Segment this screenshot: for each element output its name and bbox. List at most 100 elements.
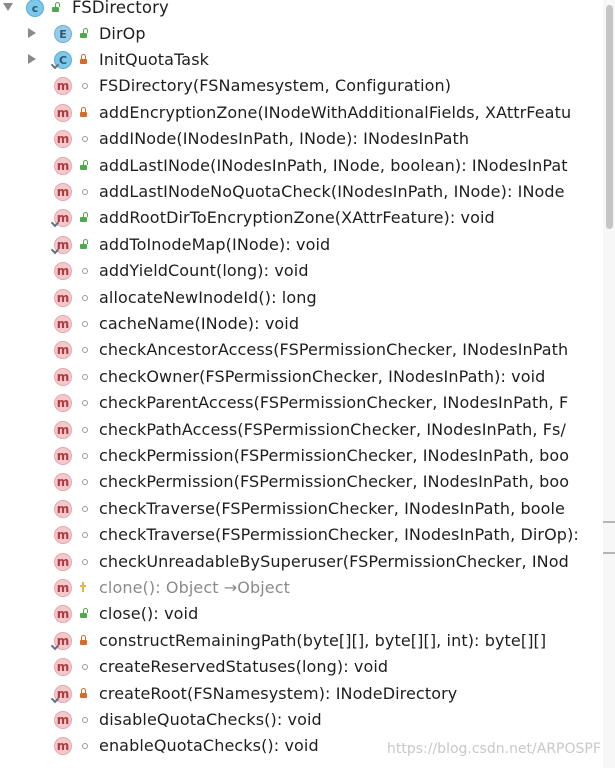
private-visibility-icon <box>80 106 87 117</box>
enum-icon: E <box>54 24 72 43</box>
method-row[interactable]: m addLastINodeNoQuotaCheck(INodesInPath, … <box>0 179 603 205</box>
package-visibility-icon <box>82 743 88 750</box>
scrollbar-thumb[interactable] <box>606 5 613 229</box>
tree-item-label: addINode(INodesInPath, INode): INodesInP… <box>99 129 470 149</box>
method-icon: m <box>54 103 72 122</box>
public-visibility-icon <box>80 160 87 170</box>
tree-item-label: constructRemainingPath(byte[][], byte[][… <box>99 630 547 650</box>
package-visibility-icon <box>82 347 88 354</box>
package-visibility-icon <box>82 373 88 380</box>
chevron-down-icon[interactable] <box>3 3 13 11</box>
tree-item-label: clone(): Object →Object <box>99 577 290 597</box>
tree-item-label: enableQuotaChecks(): void <box>99 736 319 756</box>
tree-item-label: InitQuotaTask <box>99 49 210 69</box>
method-icon: m <box>54 182 72 201</box>
method-row[interactable]: m checkPermission(FSPermissionChecker, IN… <box>0 443 603 469</box>
tree-item-label: createRoot(FSNamesystem): INodeDirectory <box>99 683 458 703</box>
method-icon: m <box>54 552 72 571</box>
package-visibility-icon <box>82 716 88 723</box>
tree-item-label: checkTraverse(FSPermissionChecker, INode… <box>99 498 565 518</box>
public-lock-icon <box>52 2 59 12</box>
method-icon: m <box>54 314 72 333</box>
public-visibility-icon <box>80 608 87 619</box>
method-row[interactable]: m checkAncestorAccess(FSPermissionChecker… <box>0 337 603 363</box>
tree-item-label: addLastINodeNoQuotaCheck(INodesInPath, I… <box>99 181 565 201</box>
method-row[interactable]: m checkTraverse(FSPermissionChecker, INod… <box>0 522 603 548</box>
method-row[interactable]: m cacheName(INode): void <box>0 311 603 337</box>
tree-item-label: addEncryptionZone(INodeWithAdditionalFie… <box>99 102 572 122</box>
method-icon: m <box>54 631 72 650</box>
method-icon: m <box>54 658 72 677</box>
method-row[interactable]: m constructRemainingPath(byte[][], byte[]… <box>0 628 603 654</box>
public-visibility-icon <box>80 212 87 223</box>
tree-item-label: addYieldCount(long): void <box>99 261 309 281</box>
public-visibility-icon <box>80 239 87 249</box>
package-visibility-icon <box>82 532 88 539</box>
method-icon: m <box>54 710 72 729</box>
method-icon: m <box>54 473 72 492</box>
tree-item-label: checkTraverse(FSPermissionChecker, INode… <box>99 525 579 545</box>
tree-item-label: checkAncestorAccess(FSPermissionChecker,… <box>99 340 569 360</box>
tree-item-label: addLastINode(INodesInPath, INode, boolea… <box>99 155 568 175</box>
tree-item-label: DirOp <box>99 23 146 43</box>
tree-item-label: cacheName(INode): void <box>99 313 300 333</box>
method-row[interactable]: m addEncryptionZone(INodeWithAdditionalFi… <box>0 100 603 126</box>
tree-item-label: checkPathAccess(FSPermissionChecker, INo… <box>99 419 566 439</box>
private-visibility-icon <box>80 53 87 64</box>
method-row[interactable]: m disableQuotaChecks(): void <box>0 707 603 733</box>
method-icon: m <box>54 394 72 413</box>
method-row[interactable]: m checkTraverse(FSPermissionChecker, INod… <box>0 496 603 522</box>
method-icon: m <box>54 262 72 281</box>
method-icon: m <box>54 446 72 465</box>
package-visibility-icon <box>82 320 88 327</box>
method-icon: m <box>54 737 72 756</box>
chevron-right-icon[interactable] <box>28 53 36 64</box>
vertical-scrollbar[interactable] <box>603 0 615 768</box>
tree-item-label: createReservedStatuses(long): void <box>99 657 389 677</box>
package-visibility-icon <box>82 558 88 565</box>
tree-item-label: disableQuotaChecks(): void <box>99 709 322 729</box>
package-visibility-icon <box>82 188 88 195</box>
method-icon: m <box>54 341 72 360</box>
method-icon: m <box>54 499 72 518</box>
method-icon: m <box>54 235 72 254</box>
method-icon: m <box>54 526 72 545</box>
method-row[interactable]: m close(): void <box>0 601 603 627</box>
watermark: https://blog.csdn.net/ARPOSPF <box>387 741 601 757</box>
package-visibility-icon <box>82 136 88 143</box>
method-icon: m <box>54 156 72 175</box>
tree-item-label: checkPermission(FSPermissionChecker, INo… <box>99 445 570 465</box>
tree-item-label: FSDirectory(FSNamesystem, Configuration) <box>99 76 452 96</box>
method-row[interactable]: m createRoot(FSNamesystem): INodeDirector… <box>0 681 603 707</box>
package-visibility-icon <box>82 268 88 275</box>
private-visibility-icon <box>80 634 87 645</box>
method-row[interactable]: m addYieldCount(long): void <box>0 258 603 284</box>
method-row[interactable]: m enableQuotaChecks(): void <box>0 733 603 759</box>
method-icon: m <box>54 605 72 624</box>
tree-item-label: close(): void <box>99 604 199 624</box>
protected-visibility-icon <box>80 581 87 592</box>
method-row[interactable]: m createReservedStatuses(long): void <box>0 654 603 680</box>
chevron-right-icon[interactable] <box>28 27 36 38</box>
tree-row-root[interactable]: c FSDirectory <box>0 0 603 21</box>
enum-row[interactable]: E DirOp <box>0 21 603 47</box>
package-visibility-icon <box>82 664 88 671</box>
method-icon: m <box>54 684 72 703</box>
package-visibility-icon <box>82 452 88 459</box>
method-row[interactable]: m addLastINode(INodesInPath, INode, boole… <box>0 153 603 179</box>
package-visibility-icon <box>82 400 88 407</box>
package-visibility-icon <box>82 505 88 512</box>
